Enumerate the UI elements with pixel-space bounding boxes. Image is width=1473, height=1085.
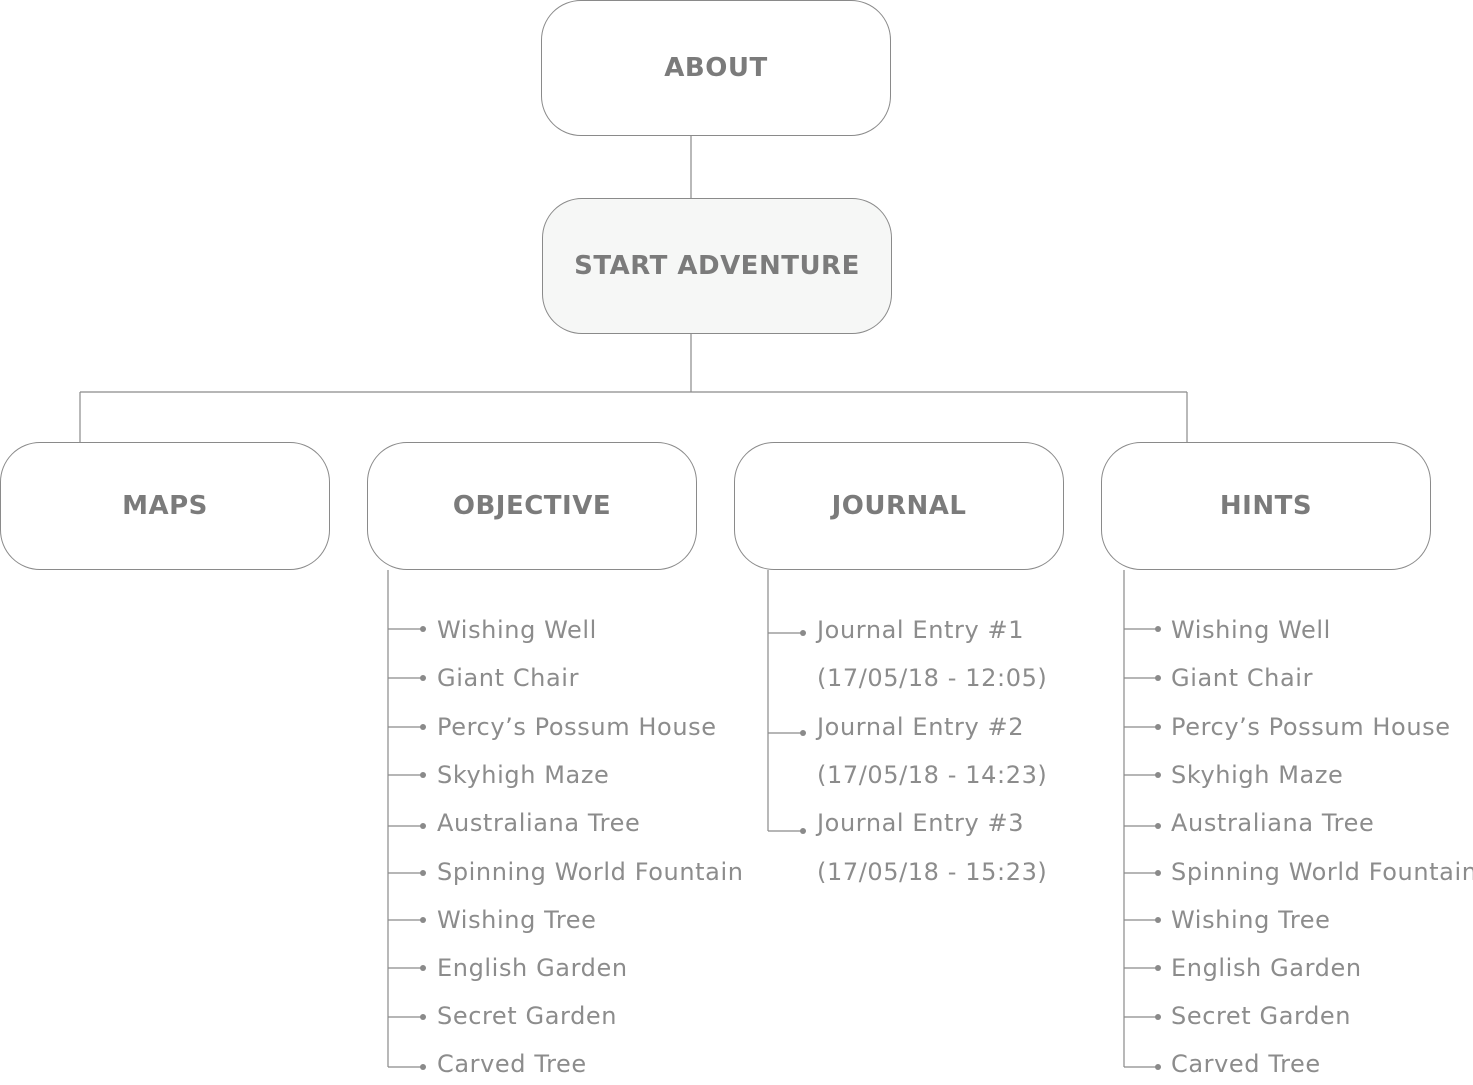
maps-node[interactable]: MAPS xyxy=(0,442,330,570)
hint-bullet-icon xyxy=(1155,675,1161,681)
objective-branches xyxy=(387,570,426,1070)
objective-item[interactable]: Australiana Tree xyxy=(437,809,641,837)
hint-bullet-icon xyxy=(1155,724,1161,730)
objective-bullet-icon xyxy=(420,1064,426,1070)
hint-item[interactable]: Percy’s Possum House xyxy=(1171,713,1451,741)
objective-bullet-icon xyxy=(420,917,426,923)
objective-item[interactable]: Giant Chair xyxy=(437,664,580,692)
objective-item[interactable]: Wishing Well xyxy=(437,616,597,644)
hint-branches xyxy=(1123,570,1161,1070)
journal-node[interactable]: JOURNAL xyxy=(734,442,1064,570)
hint-bullet-icon xyxy=(1155,823,1161,829)
hint-bullet-icon xyxy=(1155,1064,1161,1070)
hint-item[interactable]: Australiana Tree xyxy=(1171,809,1375,837)
objective-label: OBJECTIVE xyxy=(452,491,612,521)
objective-bullet-icon xyxy=(420,626,426,632)
objective-item[interactable]: Carved Tree xyxy=(437,1050,587,1078)
objective-bullet-icon xyxy=(420,823,426,829)
hint-item[interactable]: Carved Tree xyxy=(1171,1050,1321,1078)
journal-label: JOURNAL xyxy=(831,491,967,521)
hint-item[interactable]: Skyhigh Maze xyxy=(1171,761,1344,789)
hint-bullet-icon xyxy=(1155,626,1161,632)
hints-label: HINTS xyxy=(1219,491,1313,521)
objective-item[interactable]: English Garden xyxy=(437,954,628,982)
objective-bullet-icon xyxy=(420,772,426,778)
objective-item[interactable]: Skyhigh Maze xyxy=(437,761,610,789)
objective-bullet-icon xyxy=(420,724,426,730)
hint-item[interactable]: Wishing Tree xyxy=(1171,906,1331,934)
hint-item[interactable]: Spinning World Fountain xyxy=(1171,858,1473,886)
journal-bullet-icon xyxy=(800,730,806,736)
hint-item[interactable]: English Garden xyxy=(1171,954,1362,982)
journal-entry-timestamp: (17/05/18 - 15:23) xyxy=(817,858,1048,886)
maps-label: MAPS xyxy=(122,491,208,521)
journal-entry-title[interactable]: Journal Entry #2 xyxy=(817,713,1025,741)
objective-item[interactable]: Spinning World Fountain xyxy=(437,858,744,886)
hint-bullet-icon xyxy=(1155,965,1161,971)
journal-entry-timestamp: (17/05/18 - 12:05) xyxy=(817,664,1048,692)
objective-item[interactable]: Percy’s Possum House xyxy=(437,713,717,741)
hint-bullet-icon xyxy=(1155,772,1161,778)
objective-bullet-icon xyxy=(420,965,426,971)
objective-bullet-icon xyxy=(420,675,426,681)
about-label: ABOUT xyxy=(664,53,768,83)
objective-bullet-icon xyxy=(420,870,426,876)
hint-bullet-icon xyxy=(1155,870,1161,876)
hint-item[interactable]: Giant Chair xyxy=(1171,664,1314,692)
about-node[interactable]: ABOUT xyxy=(541,0,891,136)
objective-node[interactable]: OBJECTIVE xyxy=(367,442,697,570)
hint-item[interactable]: Secret Garden xyxy=(1171,1002,1352,1030)
journal-bullet-icon xyxy=(800,630,806,636)
hint-bullet-icon xyxy=(1155,917,1161,923)
hint-item[interactable]: Wishing Well xyxy=(1171,616,1331,644)
journal-entry-title[interactable]: Journal Entry #3 xyxy=(817,809,1025,837)
objective-item[interactable]: Wishing Tree xyxy=(437,906,597,934)
journal-branches xyxy=(767,570,806,834)
start-adventure-label: START ADVENTURE xyxy=(574,251,860,281)
journal-bullet-icon xyxy=(800,828,806,834)
journal-entry-timestamp: (17/05/18 - 14:23) xyxy=(817,761,1048,789)
objective-item[interactable]: Secret Garden xyxy=(437,1002,618,1030)
start-adventure-node[interactable]: START ADVENTURE xyxy=(542,198,892,334)
objective-bullet-icon xyxy=(420,1014,426,1020)
journal-entry-title[interactable]: Journal Entry #1 xyxy=(817,616,1025,644)
hint-bullet-icon xyxy=(1155,1014,1161,1020)
hints-node[interactable]: HINTS xyxy=(1101,442,1431,570)
